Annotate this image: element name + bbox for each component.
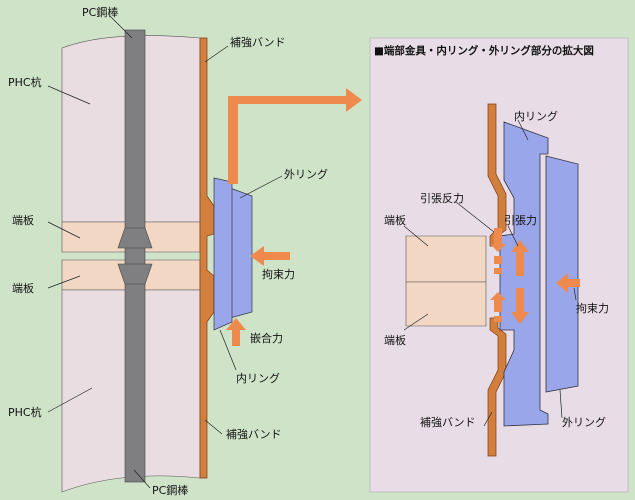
reaction-force-arrows bbox=[490, 228, 506, 322]
label-fitting-force: 嵌合力 bbox=[250, 331, 283, 345]
label-restraint-force: 拘束力 bbox=[262, 267, 295, 281]
left-joint-view: PC鋼棒 補強バンド PHC杭 端板 端板 PHC杭 補強バンド PC鋼棒 外リ… bbox=[8, 5, 362, 497]
detail-label-band: 補強バンド bbox=[420, 416, 476, 429]
detail-restraint-force-arrow bbox=[556, 273, 580, 293]
pc-bar-upset-head bbox=[117, 263, 153, 285]
fitting-force-arrow bbox=[226, 318, 246, 346]
pc-bar-upset-head bbox=[117, 227, 153, 249]
detail-label-tensile-force: 引張力 bbox=[504, 213, 537, 227]
detail-label-reaction-force: 引張反力 bbox=[420, 191, 464, 205]
detail-label-end-plate-top: 端板 bbox=[384, 213, 406, 227]
label-pile-bottom: PHC杭 bbox=[8, 405, 42, 419]
detail-label-inner-ring: 内リング bbox=[514, 109, 558, 123]
label-band-bottom: 補強バンド bbox=[226, 428, 282, 441]
tensile-force-arrow-up bbox=[511, 240, 529, 276]
inner-ring bbox=[213, 177, 233, 331]
tensile-force-arrow-down bbox=[511, 288, 529, 324]
detail-lower-end-plate bbox=[405, 281, 487, 327]
detail-reinforcing-band bbox=[487, 317, 507, 457]
detail-outer-ring bbox=[545, 155, 579, 393]
label-end-plate-top: 端板 bbox=[12, 213, 34, 227]
outer-ring bbox=[229, 187, 253, 319]
detail-view: ■端部金具・内リング・外リング部分の拡大図 bbox=[369, 37, 629, 493]
pc-steel-bar bbox=[124, 29, 146, 483]
label-end-plate-bottom: 端板 bbox=[12, 281, 34, 295]
label-outer-ring: 外リング bbox=[284, 167, 328, 181]
restraint-force-arrow bbox=[250, 246, 290, 266]
label-pile-top: PHC杭 bbox=[8, 75, 42, 89]
detail-label-outer-ring: 外リング bbox=[562, 415, 606, 429]
detail-label-restraint-force: 拘束力 bbox=[576, 301, 609, 315]
detail-upper-end-plate bbox=[405, 235, 487, 283]
detail-label-end-plate-bottom: 端板 bbox=[384, 333, 406, 347]
reinforcing-band bbox=[199, 37, 215, 479]
enlarge-arrow bbox=[228, 88, 362, 184]
label-band-top: 補強バンド bbox=[230, 36, 286, 49]
label-inner-ring: 内リング bbox=[236, 371, 280, 385]
label-pc-bar-top: PC鋼棒 bbox=[82, 5, 118, 19]
label-pc-bar-bottom: PC鋼棒 bbox=[152, 483, 188, 497]
detail-title: ■端部金具・内リング・外リング部分の拡大図 bbox=[374, 44, 594, 57]
